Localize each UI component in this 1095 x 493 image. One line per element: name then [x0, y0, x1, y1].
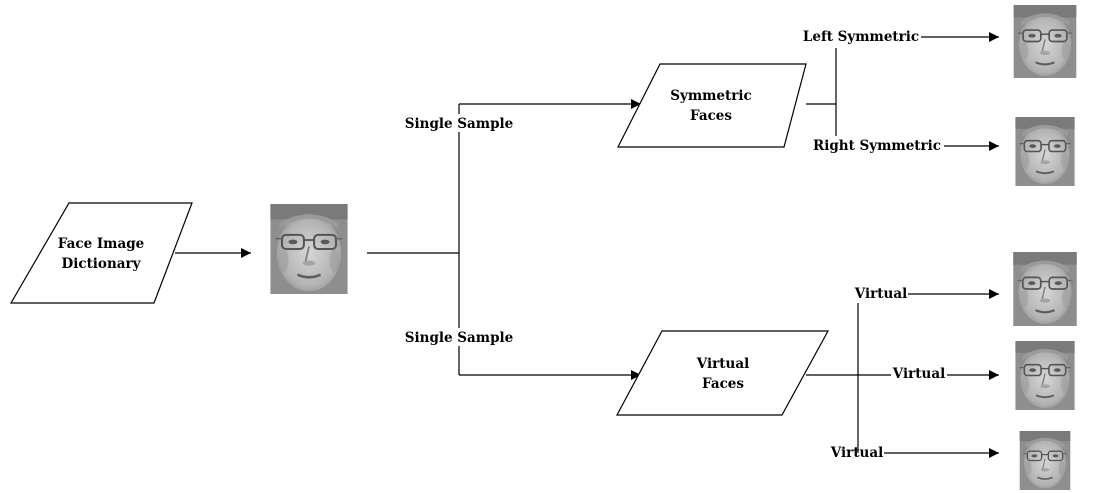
- virtual-label-line2: Faces: [702, 376, 744, 392]
- dictionary-label-line1: Face Image: [58, 236, 144, 252]
- virtual-1-face-image: [1011, 252, 1079, 326]
- symmetric-label-line2: Faces: [690, 108, 732, 124]
- single-sample-label-bottom: Single Sample: [405, 330, 514, 346]
- symmetric-label-line1: Symmetric: [670, 88, 751, 104]
- input-face-image: [268, 204, 350, 294]
- right-symmetric-label: Right Symmetric: [813, 138, 941, 154]
- left-symmetric-face-image: [1012, 5, 1078, 78]
- virtual-faces-node: Virtual Faces: [615, 330, 830, 416]
- single-sample-label-top: Single Sample: [405, 116, 514, 132]
- virtual-2-face-image: [1013, 341, 1077, 410]
- virtual-3-label: Virtual: [830, 445, 883, 461]
- dictionary-label-line2: Dictionary: [62, 256, 142, 272]
- virtual-label-line1: Virtual: [696, 356, 749, 372]
- virtual-2-label: Virtual: [892, 366, 945, 382]
- left-symmetric-label: Left Symmetric: [803, 29, 919, 45]
- symmetric-faces-node: Symmetric Faces: [617, 63, 807, 148]
- right-symmetric-face-image: [1013, 117, 1077, 186]
- virtual-1-label: Virtual: [854, 286, 907, 302]
- face-image-dictionary-node: Face Image Dictionary: [9, 202, 193, 304]
- virtual-3-face-image: [1018, 431, 1072, 490]
